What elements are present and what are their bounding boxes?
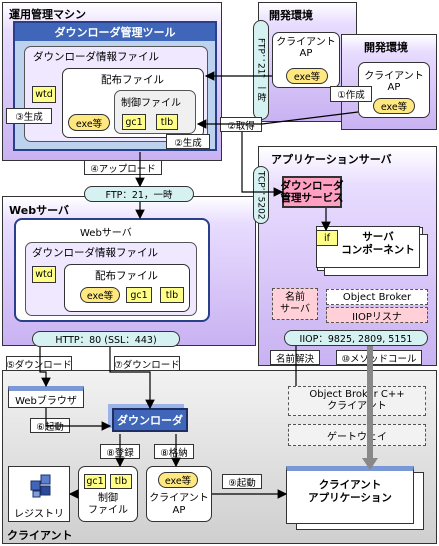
registry-box: レジストリ <box>8 466 70 522</box>
registry-label: レジストリ <box>14 509 64 520</box>
iiop-listener-box: IIOPリスナ <box>326 307 428 323</box>
if-tag: if <box>316 230 338 246</box>
ops-tlb-tag: tlb <box>156 114 178 130</box>
app-server-title: アプリケーションサーバ <box>271 153 392 166</box>
client-ap-box: クライアント AP <box>146 466 212 522</box>
dev-exe-2-tag: exe等 <box>373 98 415 114</box>
web-gc1-tag: gc1 <box>126 287 152 303</box>
step-5-download: ⑤ダウンロード <box>6 356 72 371</box>
ops-wtd-tag: wtd <box>32 86 56 103</box>
name-resolve-label: 名前解決 <box>270 350 320 365</box>
web-wtd-tag: wtd <box>32 266 56 283</box>
downloader-tool-title: ダウンローダ管理ツール <box>15 23 215 41</box>
web-browser-label: Webブラウザ <box>15 396 77 407</box>
iiop-pill: IIOP：9825, 2809, 5151 <box>284 330 428 346</box>
client-app-label: クライアント アプリケーション <box>308 479 392 504</box>
ops-machine-title: 運用管理マシン <box>9 8 86 21</box>
step-7-download: ⑦ダウンロード <box>114 356 180 371</box>
dev-client-ap-1: クライアント AP <box>272 32 340 88</box>
dev-client-ap-1-label: クライアント AP <box>276 37 336 59</box>
ops-gc1-tag: gc1 <box>122 114 146 130</box>
client-title: クライアント <box>7 529 73 542</box>
server-component-front: サーバ コンポーネント <box>316 226 420 268</box>
dev-ftp-vertical-pill: FTP：21，一時 <box>253 20 269 120</box>
ops-dist-file-label: 配布ファイル <box>101 74 164 86</box>
step-2-get: ②取得 <box>220 117 262 132</box>
step-10-method-call: ⑩メソッドコール <box>336 350 422 365</box>
web-ftp-pill: FTP：21，一時 <box>84 186 194 202</box>
dev-exe-1-tag: exe等 <box>286 68 328 84</box>
web-dist-file-label: 配布ファイル <box>95 270 158 282</box>
step-4-upload: ④アップロード <box>84 160 162 175</box>
client-app-box: クライアント アプリケーション <box>286 466 414 524</box>
gateway-box: ゲートウェイ <box>288 424 426 446</box>
step-6-launch: ⑥起動 <box>30 418 70 433</box>
client-exe-tag: exe等 <box>158 472 198 488</box>
dev-env-1-title: 開発環境 <box>269 9 313 22</box>
app-tcp-vertical-pill: TCP：5202 <box>253 166 269 224</box>
ops-exe-tag: exe等 <box>68 114 110 131</box>
step-1-create: ①作成 <box>330 86 372 102</box>
ob-cpp-client-box: Object Broker C++ クライアント <box>288 386 426 416</box>
web-exe-tag: exe等 <box>80 287 120 303</box>
client-ctrl-file-label: 制御 ファイル <box>88 493 128 516</box>
web-tlb-tag: tlb <box>160 287 184 303</box>
client-ap-label: クライアント AP <box>149 493 209 516</box>
web-browser-box: Webブラウザ <box>8 386 84 408</box>
step-8-register: ⑧登録 <box>100 444 140 459</box>
web-info-file-label: ダウンローダ情報ファイル <box>32 247 158 259</box>
client-gc1-tag: gc1 <box>84 474 106 489</box>
ops-ctrl-file-label: 制御ファイル <box>121 98 181 109</box>
step-2-generate: ②生成 <box>166 134 210 149</box>
app-tcp-vertical-label: TCP：5202 <box>255 170 266 220</box>
object-broker-box: Object Broker <box>326 289 428 305</box>
ops-info-file-label: ダウンローダ情報ファイル <box>33 51 159 63</box>
step-8-store: ⑧格納 <box>154 444 194 459</box>
web-http-pill: HTTP：80 (SSL：443) <box>32 331 180 347</box>
downloader-box: ダウンローダ <box>112 408 188 432</box>
dev-client-ap-2-label: クライアント AP <box>364 71 424 93</box>
web-server-frame-title: Webサーバ <box>80 228 132 239</box>
downloader-service-box: ダウンローダ 管理サービス <box>281 176 344 208</box>
registry-icon <box>29 473 55 499</box>
step-9-launch: ⑨起動 <box>222 474 262 489</box>
step-3-generate: ③生成 <box>6 108 52 124</box>
dev-env-2-title: 開発環境 <box>364 41 408 54</box>
dev-ftp-vertical-label: FTP：21，一時 <box>255 38 266 102</box>
client-tlb-tag: tlb <box>110 474 132 489</box>
name-server-box: 名前 サーバ <box>272 288 318 320</box>
web-server-title: Webサーバ <box>9 204 69 217</box>
server-component-label: サーバ コンポーネント <box>341 231 415 256</box>
